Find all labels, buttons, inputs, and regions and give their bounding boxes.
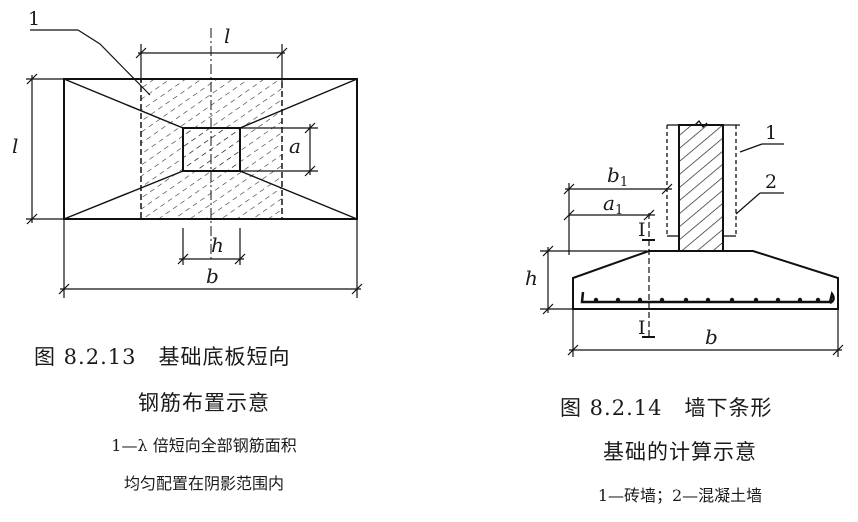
footing-plan-diagram: l l a h — [12, 8, 363, 298]
dimension-left-l — [26, 73, 66, 225]
concrete-wall-outline — [666, 119, 740, 237]
callout-1b-label: 1 — [765, 122, 777, 144]
callout-leaders — [735, 143, 784, 215]
dimension-h2 — [540, 245, 647, 315]
callout-2-label: 2 — [765, 171, 777, 193]
dimension-b1 — [563, 183, 673, 255]
section-top-label: I — [638, 219, 646, 241]
fig1-caption-line4: 均匀配置在阴影范围内 — [123, 474, 284, 493]
h2-dim-label: h — [525, 266, 538, 290]
dimension-a1 — [563, 209, 655, 221]
top-dim-label: l — [224, 24, 230, 48]
fig2-caption-line3: 1—砖墙；2—混凝土墙 — [597, 486, 763, 505]
fig1-caption-line3: 1—λ 倍短向全部钢筋面积 — [111, 436, 297, 455]
callout-1-label: 1 — [28, 8, 40, 30]
yield-lines — [63, 78, 358, 220]
b2-dim-label: b — [705, 325, 718, 349]
rebar — [580, 290, 835, 305]
h-dim-label: h — [211, 233, 224, 257]
fig1-caption-line2: 钢筋布置示意 — [138, 391, 270, 415]
b1-dim-label: b1 — [607, 163, 628, 190]
fig1-caption-line1: 图 8.2.13 基础底板短向 — [34, 345, 291, 369]
dimension-a — [240, 122, 318, 177]
section-bottom-label: I — [638, 317, 646, 339]
callout-1-leader — [30, 29, 151, 96]
brick-wall — [678, 124, 724, 252]
fig2-caption-line2: 基础的计算示意 — [603, 440, 757, 464]
rebar-dots — [593, 297, 821, 303]
dimension-b — [58, 219, 363, 298]
fig2-caption-line1: 图 8.2.14 墙下条形 — [560, 396, 773, 420]
b-dim-label: b — [206, 264, 219, 288]
dimension-h — [177, 228, 246, 265]
left-dim-label: l — [12, 134, 18, 158]
section-line — [642, 213, 655, 338]
a1-dim-label: a1 — [603, 191, 623, 218]
dimension-top-l — [135, 44, 288, 82]
dimension-b2 — [567, 309, 844, 357]
a-dim-label: a — [289, 134, 301, 158]
strip-footing-section-diagram: I I b1 a1 h — [525, 119, 844, 357]
